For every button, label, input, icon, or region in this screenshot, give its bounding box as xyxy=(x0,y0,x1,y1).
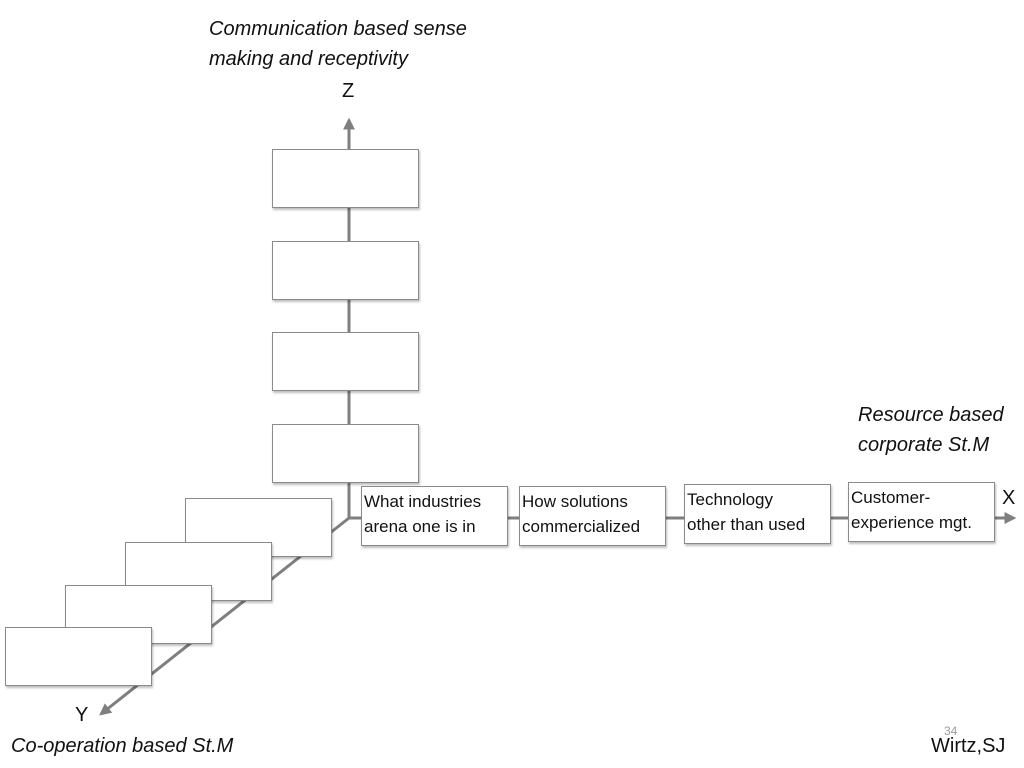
z-axis-heading: Communication based sense making and rec… xyxy=(209,14,467,74)
x-axis-box-industries: What industries arena one is in xyxy=(361,486,508,546)
x-axis-box-industries-line-2: arena one is in xyxy=(364,517,476,536)
y-axis-letter: Y xyxy=(75,704,89,726)
x-axis-box-solutions-line-2: commercialized xyxy=(522,517,641,536)
x-axis-heading: Resource based corporate St.M xyxy=(858,400,1004,460)
x-axis-box-industries-line-1: What industries xyxy=(364,492,482,511)
z-axis-heading-line-1: Communication based sense xyxy=(209,18,467,40)
x-axis-box-technology-line-2: other than used xyxy=(687,515,806,534)
z-axis-box-3 xyxy=(272,332,419,391)
z-axis-box-1 xyxy=(272,149,419,208)
y-axis-box-4 xyxy=(5,627,152,686)
z-axis-box-4 xyxy=(272,424,419,483)
x-axis-letter: X xyxy=(1002,487,1016,509)
x-axis-box-customer-line-2: experience mgt. xyxy=(851,513,972,532)
x-axis-box-technology: Technology other than used xyxy=(684,484,831,544)
slide-number: 34 xyxy=(944,724,958,738)
y-axis-heading: Co-operation based St.M xyxy=(11,731,233,761)
y-axis-heading-line-1: Co-operation based St.M xyxy=(11,735,234,757)
z-axis-letter: Z xyxy=(342,80,355,102)
x-axis-heading-line-2: corporate St.M xyxy=(858,434,990,456)
x-axis-box-customer-line-1: Customer- xyxy=(851,488,931,507)
author-credit: Wirtz,SJ xyxy=(931,735,1006,757)
x-axis-heading-line-1: Resource based xyxy=(858,404,1004,426)
z-axis-box-2 xyxy=(272,241,419,300)
x-axis-box-technology-line-1: Technology xyxy=(687,490,774,509)
x-axis-box-solutions: How solutions commercialized xyxy=(519,486,666,546)
x-axis-box-customer: Customer- experience mgt. xyxy=(848,482,995,542)
z-axis-heading-line-2: making and receptivity xyxy=(209,48,408,70)
x-axis-box-solutions-line-1: How solutions xyxy=(522,492,628,511)
